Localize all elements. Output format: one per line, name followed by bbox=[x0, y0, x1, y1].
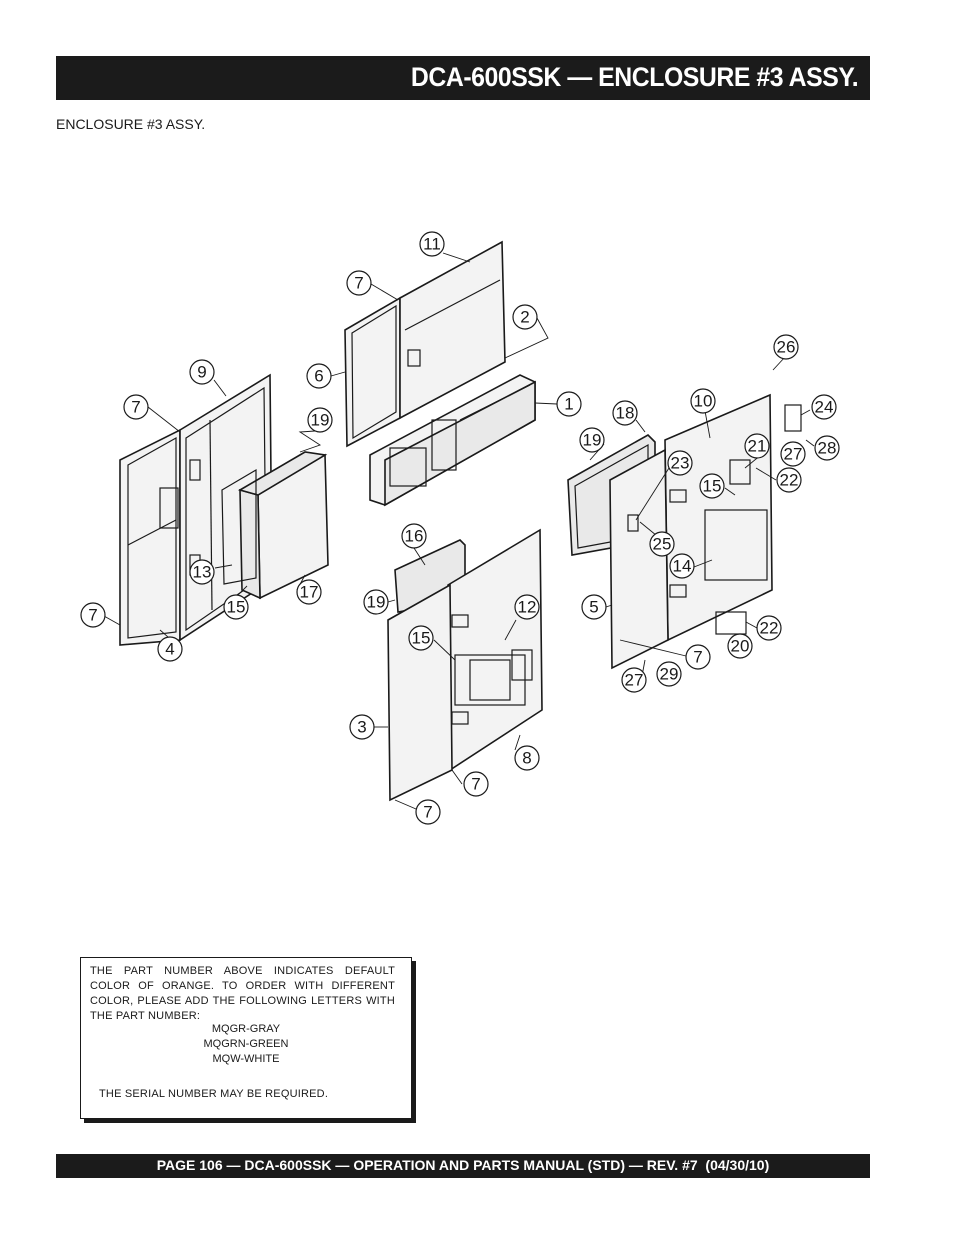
page-footer-bar: PAGE 106 — DCA-600SSK — OPERATION AND PA… bbox=[56, 1154, 870, 1178]
callout-24: 24 bbox=[811, 394, 837, 420]
callout-number: 2 bbox=[520, 308, 529, 327]
leader-lines bbox=[103, 252, 815, 810]
right-panel-assembly bbox=[567, 393, 802, 670]
callout-21: 21 bbox=[744, 433, 770, 459]
color-note-box: THE PART NUMBER ABOVE INDICATES DEFAULT … bbox=[80, 957, 412, 1119]
callout-number: 19 bbox=[367, 593, 386, 612]
callout-7: 7 bbox=[346, 270, 372, 296]
callout-number: 18 bbox=[616, 404, 635, 423]
callout-29: 29 bbox=[656, 661, 682, 687]
callout-19: 19 bbox=[579, 427, 605, 453]
callout-13: 13 bbox=[189, 559, 215, 585]
callout-number: 23 bbox=[671, 454, 690, 473]
callout-7: 7 bbox=[685, 644, 711, 670]
callout-19: 19 bbox=[307, 407, 333, 433]
color-option: MQGRN-GREEN bbox=[203, 1038, 289, 1050]
callout-number: 27 bbox=[784, 445, 803, 464]
callout-7: 7 bbox=[80, 602, 106, 628]
callout-number: 1 bbox=[564, 395, 573, 414]
callout-number: 7 bbox=[131, 398, 140, 417]
callout-number: 5 bbox=[589, 598, 598, 617]
color-option: MQGR-GRAY bbox=[211, 1023, 281, 1035]
callout-number: 15 bbox=[703, 477, 722, 496]
front-panel-assembly bbox=[387, 528, 543, 802]
callout-14: 14 bbox=[669, 553, 695, 579]
callout-7: 7 bbox=[123, 394, 149, 420]
callout-number: 7 bbox=[693, 648, 702, 667]
callout-number: 7 bbox=[471, 775, 480, 794]
callout-number: 19 bbox=[311, 411, 330, 430]
callout-22: 22 bbox=[776, 467, 802, 493]
callout-4: 4 bbox=[157, 636, 183, 662]
callout-number: 25 bbox=[653, 535, 672, 554]
roof-panel-assembly bbox=[344, 240, 506, 448]
callout-28: 28 bbox=[814, 435, 840, 461]
callout-1: 1 bbox=[556, 391, 582, 417]
callout-25: 25 bbox=[649, 531, 675, 557]
callout-number: 7 bbox=[354, 274, 363, 293]
page-footer-text: PAGE 106 — DCA-600SSK — OPERATION AND PA… bbox=[156, 1157, 770, 1173]
callout-number: 7 bbox=[423, 803, 432, 822]
callout-22: 22 bbox=[756, 615, 782, 641]
color-options-list: MQGR-GRAY MQGRN-GREEN MQW-WHITE bbox=[81, 1022, 411, 1067]
color-note-text: THE PART NUMBER ABOVE INDICATES DEFAULT … bbox=[90, 965, 395, 1022]
callout-number: 14 bbox=[673, 557, 692, 576]
callout-23: 23 bbox=[667, 450, 693, 476]
callout-number: 22 bbox=[780, 471, 799, 490]
callout-7: 7 bbox=[463, 771, 489, 797]
callout-number: 16 bbox=[405, 527, 424, 546]
side-panel-17 bbox=[221, 451, 329, 600]
callout-number: 28 bbox=[818, 439, 837, 458]
callout-20: 20 bbox=[727, 633, 753, 659]
callout-number: 4 bbox=[165, 640, 174, 659]
callout-19: 19 bbox=[363, 589, 389, 615]
callout-15: 15 bbox=[699, 473, 725, 499]
callout-27: 27 bbox=[780, 441, 806, 467]
exploded-parts-diagram: 11 7 2 6 1 9 7 19 7 13 15 17 4 16 19 12 … bbox=[80, 231, 840, 825]
callout-11: 11 bbox=[419, 231, 445, 257]
callout-6: 6 bbox=[306, 363, 332, 389]
callout-15: 15 bbox=[223, 594, 249, 620]
callout-18: 18 bbox=[612, 400, 638, 426]
callout-16: 16 bbox=[401, 523, 427, 549]
callout-number: 24 bbox=[815, 398, 834, 417]
section-label: ENCLOSURE #3 ASSY. bbox=[56, 116, 206, 132]
callout-5: 5 bbox=[581, 594, 607, 620]
callout-7: 7 bbox=[415, 799, 441, 825]
callout-26: 26 bbox=[773, 334, 799, 360]
callout-number: 29 bbox=[660, 665, 679, 684]
callout-number: 27 bbox=[625, 671, 644, 690]
control-box-1 bbox=[369, 374, 536, 507]
callout-10: 10 bbox=[690, 388, 716, 414]
callout-15: 15 bbox=[408, 625, 434, 651]
callout-number: 17 bbox=[300, 583, 319, 602]
callout-number: 26 bbox=[777, 338, 796, 357]
callout-number: 12 bbox=[518, 598, 537, 617]
callout-number: 22 bbox=[760, 619, 779, 638]
callout-number: 15 bbox=[227, 598, 246, 617]
callout-2: 2 bbox=[512, 304, 538, 330]
color-option: MQW-WHITE bbox=[212, 1053, 280, 1065]
callout-number: 9 bbox=[197, 363, 206, 382]
callout-number: 10 bbox=[694, 392, 713, 411]
callout-number: 15 bbox=[412, 629, 431, 648]
callout-3: 3 bbox=[349, 714, 375, 740]
callout-number: 20 bbox=[731, 637, 750, 656]
callout-8: 8 bbox=[514, 745, 540, 771]
page-title-bar: DCA-600SSK — ENCLOSURE #3 ASSY. bbox=[56, 56, 870, 100]
callout-27: 27 bbox=[621, 667, 647, 693]
callout-number: 6 bbox=[314, 367, 323, 386]
callout-number: 13 bbox=[193, 563, 212, 582]
callout-number: 7 bbox=[88, 606, 97, 625]
callout-number: 3 bbox=[357, 718, 366, 737]
callout-17: 17 bbox=[296, 579, 322, 605]
callout-number: 21 bbox=[748, 437, 767, 456]
page-title: DCA-600SSK — ENCLOSURE #3 ASSY. bbox=[410, 62, 859, 92]
callout-number: 8 bbox=[522, 749, 531, 768]
callout-number: 19 bbox=[583, 431, 602, 450]
callout-9: 9 bbox=[189, 359, 215, 385]
callout-number: 11 bbox=[423, 235, 441, 254]
serial-note: THE SERIAL NUMBER MAY BE REQUIRED. bbox=[99, 1088, 329, 1100]
callout-12: 12 bbox=[514, 594, 540, 620]
